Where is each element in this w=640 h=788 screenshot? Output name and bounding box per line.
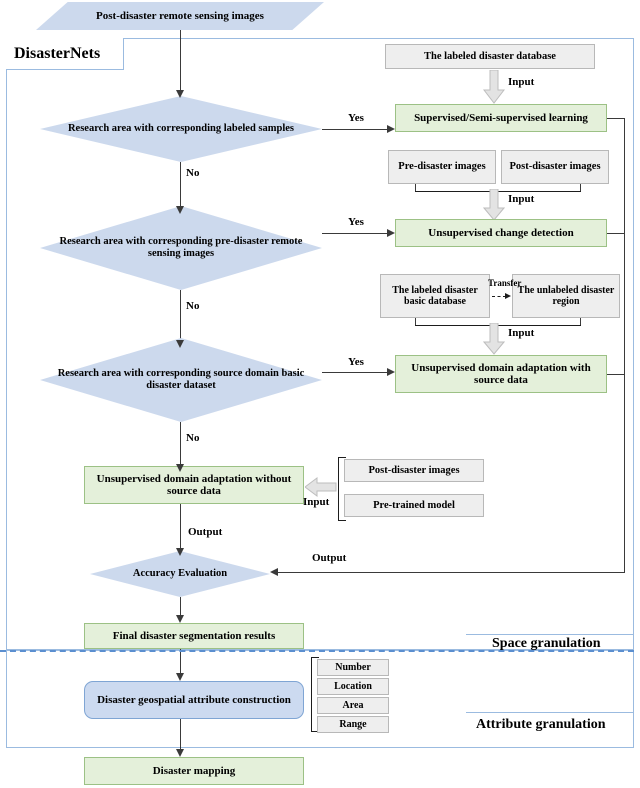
edge-label-yes3: Yes [348, 356, 364, 368]
attribute-granulation-label: Attribute granulation [476, 717, 606, 732]
input-block-arrow-1 [483, 70, 505, 104]
attribute-item-range: Range [317, 716, 389, 733]
edge-decision1-yes [322, 129, 388, 130]
right-rail-vertical [624, 118, 625, 573]
edge-label-input2: Input [508, 193, 535, 205]
arrowhead-decision2-no [176, 340, 184, 348]
bracket-labeled-basic [415, 318, 416, 326]
decision3-label: Research area with corresponding source … [57, 367, 305, 391]
edge-decision2-yes [322, 233, 388, 234]
edge-changedetection-to-rail [607, 233, 625, 234]
edge-udawithsource-to-rail [607, 374, 625, 375]
space-granulation-rule [466, 634, 634, 635]
arrowhead-geospatial-to-mapping [176, 749, 184, 757]
edge-supervised-to-rail [607, 118, 625, 119]
disaster-mapping-node: Disaster mapping [84, 757, 304, 785]
decision-predisaster-images: Research area with corresponding pre-dis… [40, 206, 322, 290]
uda-without-source-node: Unsupervised domain adaptation without s… [84, 466, 304, 504]
pretrained-model-node: Pre-trained model [344, 494, 484, 517]
geospatial-attribute-node: Disaster geospatial attribute constructi… [84, 681, 304, 719]
labeled-basic-database-node: The labeled disaster basic database [380, 274, 490, 318]
page-title: DisasterNets [14, 44, 101, 62]
edge-input-to-decision1 [180, 30, 181, 92]
input-block-arrow-2 [483, 189, 505, 221]
bracket-pre-images [415, 184, 416, 192]
edge-accuracy-to-final [180, 597, 181, 617]
bracket-post-images [580, 184, 581, 192]
parallelogram-shape [36, 2, 324, 30]
attributes-bracket [311, 657, 319, 732]
input-images-node: Post-disaster remote sensing images [36, 2, 324, 30]
edge-label-output-main: Output [188, 526, 223, 538]
edge-label-yes1: Yes [348, 112, 364, 124]
arrowhead-decision1-yes [387, 124, 395, 133]
edge-decision3-yes [322, 372, 388, 373]
arrowhead-accuracy-to-final [176, 615, 184, 623]
arrowhead-decision3-no [176, 464, 184, 472]
decision-source-domain: Research area with corresponding source … [40, 338, 322, 422]
edge-label-transfer: Transfer [488, 278, 522, 288]
unlabeled-region-node: The unlabeled disaster region [512, 274, 620, 318]
arrowhead-decision2-yes [387, 228, 395, 237]
uda-with-source-node: Unsupervised domain adaptation with sour… [395, 355, 607, 393]
edge-decision1-no [180, 162, 181, 208]
decision2-label: Research area with corresponding pre-dis… [59, 235, 303, 259]
framework-title-box: DisasterNets [6, 38, 124, 70]
arrowhead-decision1-no [176, 206, 184, 214]
input-block-arrow-4 [305, 477, 337, 497]
edge-label-output-side: Output [312, 552, 347, 564]
decision1-label: Research area with corresponding labeled… [67, 122, 295, 134]
edge-transfer [492, 296, 506, 297]
arrowhead-final-to-geospatial [176, 673, 184, 681]
input-sources-bracket [338, 457, 346, 521]
edge-decision3-no [180, 422, 181, 466]
post-disaster-images-node: Post-disaster images [501, 150, 609, 184]
edge-final-to-geospatial [180, 649, 181, 675]
accuracy-evaluation-label: Accuracy Evaluation [132, 567, 228, 579]
bracket-unlabeled [580, 318, 581, 326]
decision-labeled-samples: Research area with corresponding labeled… [40, 96, 322, 162]
attribute-item-location: Location [317, 678, 389, 695]
attribute-granulation-rule [466, 712, 634, 713]
edge-decision2-no [180, 290, 181, 342]
arrowhead-input-to-decision1 [176, 90, 184, 98]
supervised-learning-node: Supervised/Semi-supervised learning [395, 104, 607, 132]
arrowhead-rail-to-accuracy [270, 567, 278, 576]
input-images-label: Post-disaster remote sensing images [96, 10, 264, 22]
arrowhead-decision3-yes [387, 367, 395, 376]
accuracy-evaluation-node: Accuracy Evaluation [90, 551, 270, 597]
edge-label-no2: No [186, 300, 200, 312]
edge-rail-to-accuracy [278, 572, 625, 573]
edge-geospatial-to-mapping [180, 719, 181, 751]
input-block-arrow-3 [483, 323, 505, 355]
edge-label-no1: No [186, 167, 200, 179]
disasternets-frame [6, 38, 634, 650]
edge-label-input1: Input [508, 76, 535, 88]
post-disaster-images2-node: Post-disaster images [344, 459, 484, 482]
attribute-item-area: Area [317, 697, 389, 714]
pre-disaster-images-node: Pre-disaster images [388, 150, 496, 184]
final-results-node: Final disaster segmentation results [84, 623, 304, 649]
edge-label-no3: No [186, 432, 200, 444]
granulation-divider [0, 650, 634, 652]
edge-label-input3: Input [508, 327, 535, 339]
change-detection-node: Unsupervised change detection [395, 219, 607, 247]
arrowhead-transfer [505, 292, 511, 299]
edge-label-input4: Input [303, 496, 330, 508]
arrowhead-uda-to-accuracy [176, 548, 184, 556]
edge-label-yes2: Yes [348, 216, 364, 228]
edge-uda-to-accuracy [180, 504, 181, 550]
attribute-item-number: Number [317, 659, 389, 676]
space-granulation-label: Space granulation [492, 636, 601, 651]
labeled-database-node: The labeled disaster database [385, 44, 595, 69]
